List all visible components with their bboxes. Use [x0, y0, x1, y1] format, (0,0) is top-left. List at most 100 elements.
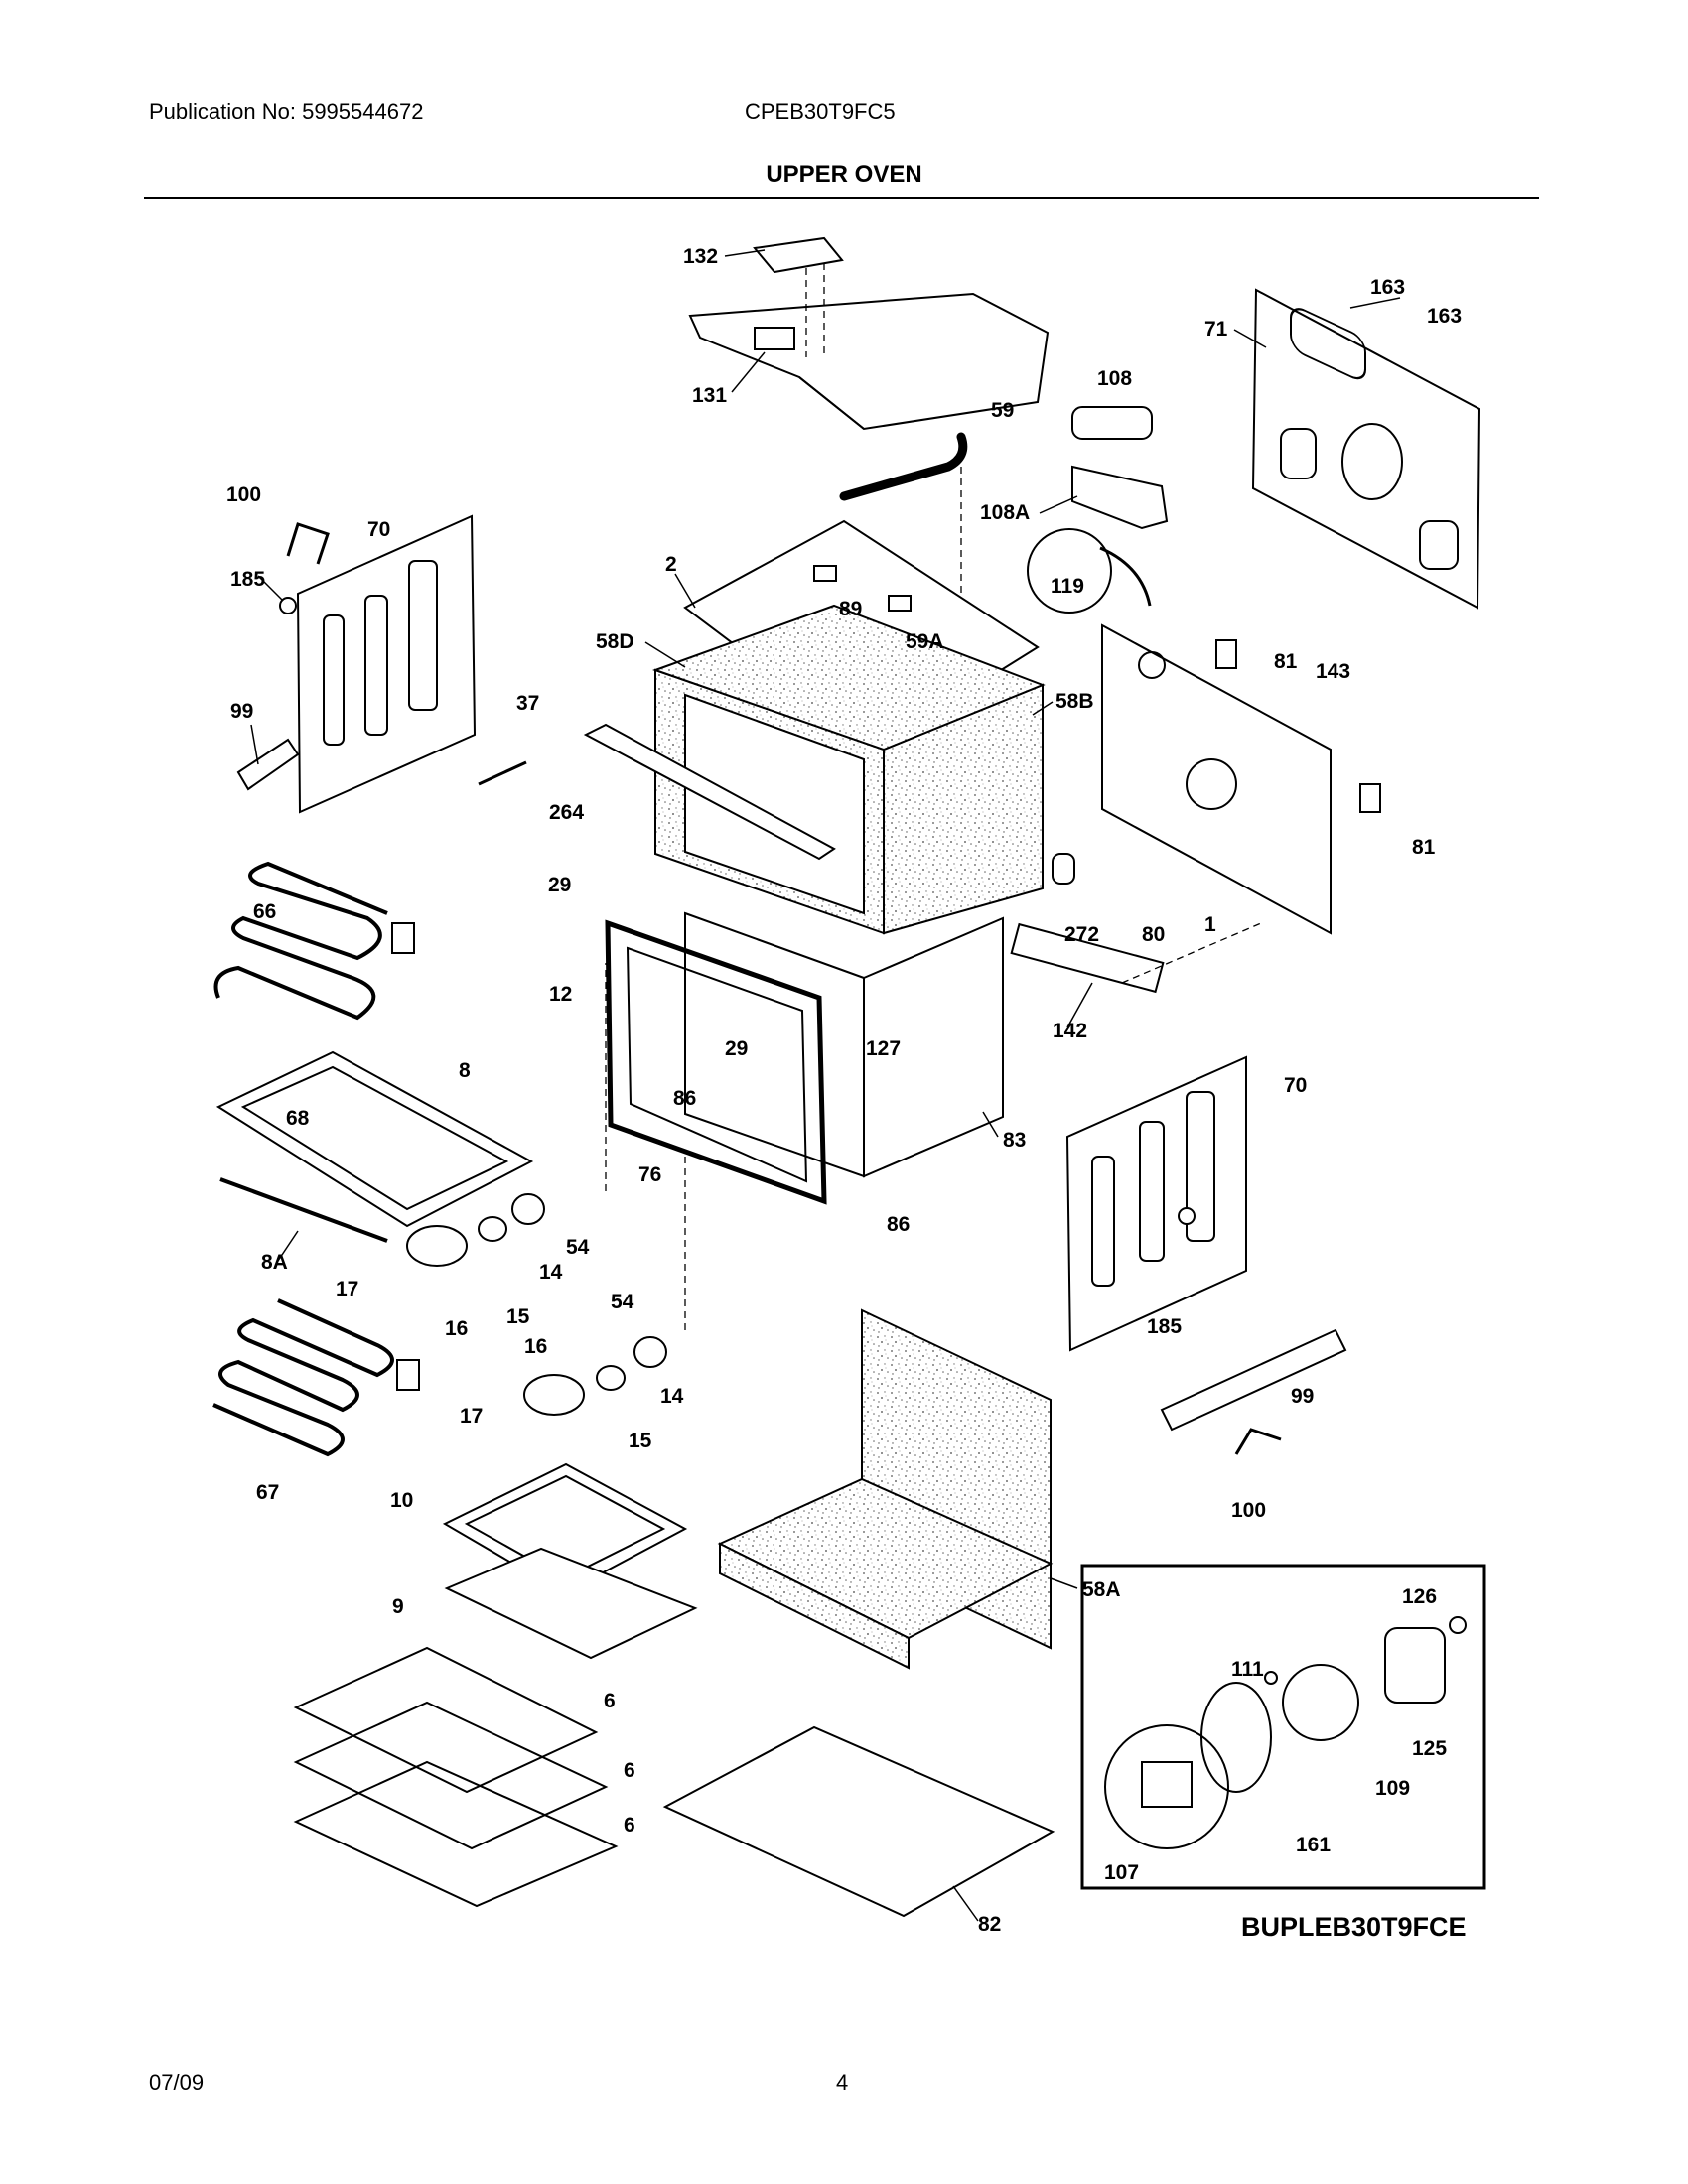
door-gasket-76-inner: [626, 946, 808, 1183]
part-label-143: 143: [1316, 660, 1350, 683]
nut-185-upper: [279, 597, 297, 614]
part-label-10: 10: [390, 1489, 413, 1512]
part-label-9: 9: [392, 1595, 404, 1618]
part-label-12: 12: [549, 983, 572, 1006]
part-label-142: 142: [1053, 1020, 1087, 1042]
side-panel-70-right: [1065, 1055, 1247, 1352]
clip-100-upper: [286, 522, 330, 565]
part-label-2: 2: [665, 553, 677, 576]
vent-cover-131: [688, 292, 1050, 431]
rod-264: [583, 723, 836, 861]
model-number: CPEB30T9FC5: [745, 99, 896, 124]
part-label-70b: 70: [1284, 1074, 1307, 1097]
part-label-54a: 54: [566, 1236, 590, 1259]
broil-pan-9: [444, 1547, 698, 1660]
part-label-15a: 15: [506, 1305, 530, 1328]
part-label-58B: 58B: [1055, 690, 1094, 713]
section-title: UPPER OVEN: [766, 161, 922, 188]
footer-date: 07/09: [149, 2070, 205, 2095]
part-label-163a: 163: [1370, 276, 1405, 299]
back-panel-71: [1251, 288, 1481, 610]
footer-page-number: 4: [836, 2070, 849, 2095]
part-label-132: 132: [683, 245, 718, 268]
part-label-108A: 108A: [980, 501, 1030, 524]
bake-element-66: [213, 861, 388, 1021]
sensor-37: [478, 760, 527, 786]
part-label-125: 125: [1412, 1737, 1447, 1760]
callout-circle-119: [1027, 528, 1112, 614]
part-label-109: 109: [1375, 1777, 1410, 1800]
part-label-100b: 100: [1231, 1499, 1266, 1522]
part-label-81b: 81: [1412, 836, 1436, 859]
part-label-17a: 17: [336, 1278, 358, 1300]
part-label-8A: 8A: [261, 1251, 288, 1274]
part-label-111: 111: [1231, 1658, 1264, 1681]
bracket-81-upper: [1215, 639, 1237, 669]
part-label-127: 127: [866, 1037, 901, 1060]
strip-142: [1010, 922, 1165, 994]
bracket-66: [391, 922, 415, 954]
rail-99-upper: [236, 738, 300, 791]
guide-line: [1121, 922, 1262, 984]
nut-185-lower: [1178, 1207, 1196, 1225]
oven-rack-6-middle: [293, 1701, 609, 1850]
part-label-14a: 14: [539, 1261, 563, 1284]
spacer-272: [1052, 853, 1075, 885]
bracket-108A: [1071, 465, 1169, 530]
oven-liner-83: [684, 911, 1004, 1178]
strip-8A: [219, 1177, 388, 1243]
part-label-8: 8: [459, 1059, 471, 1082]
oven-rack-6-top: [293, 1646, 599, 1794]
part-label-272: 272: [1064, 923, 1099, 946]
part-label-86b: 86: [887, 1213, 910, 1236]
part-label-14b: 14: [660, 1385, 684, 1408]
part-label-29b: 29: [725, 1037, 748, 1060]
bracket-67: [396, 1359, 420, 1391]
leader-lines: [250, 249, 1401, 1922]
part-label-81a: 81: [1274, 650, 1298, 673]
bottom-insulation-58A: [717, 1308, 1054, 1670]
oven-bottom-82: [662, 1725, 1055, 1918]
part-label-66: 66: [253, 900, 276, 923]
plate-132: [753, 236, 844, 274]
part-label-37: 37: [516, 692, 539, 715]
part-label-126: 126: [1402, 1585, 1437, 1608]
door-gasket-76: [605, 919, 827, 1205]
control-panel-1: [1101, 623, 1332, 935]
rail-99-lower: [1160, 1328, 1347, 1432]
part-label-59A: 59A: [906, 630, 944, 653]
part-label-6c: 6: [624, 1814, 635, 1837]
broil-element-67: [212, 1298, 394, 1457]
part-label-161: 161: [1296, 1834, 1331, 1856]
part-label-107: 107: [1104, 1861, 1139, 1884]
part-label-185a: 185: [230, 568, 265, 591]
part-label-86a: 86: [673, 1087, 696, 1110]
oven-rack-6-bottom: [293, 1760, 619, 1908]
part-label-83: 83: [1003, 1129, 1026, 1152]
part-label-59: 59: [991, 399, 1014, 422]
clip-100-lower: [1234, 1428, 1282, 1455]
part-labels: 132 131 59 163 163 71 108 108A 119 100 7…: [226, 245, 1462, 1936]
part-label-58A: 58A: [1082, 1578, 1121, 1601]
light-assembly-lower: [523, 1336, 667, 1416]
part-label-71: 71: [1204, 318, 1228, 341]
part-label-131: 131: [692, 384, 727, 407]
bracket-81-lower: [1359, 783, 1381, 813]
header-rule: [144, 197, 1539, 199]
broil-pan-8: [215, 1050, 534, 1228]
part-label-15b: 15: [629, 1430, 652, 1452]
part-label-54b: 54: [611, 1291, 634, 1313]
part-label-89: 89: [839, 598, 862, 620]
side-panel-70-left: [296, 514, 477, 814]
part-label-16a: 16: [445, 1317, 468, 1340]
part-label-6a: 6: [604, 1690, 616, 1712]
convection-fan-assembly: [1104, 1616, 1467, 1849]
inset-frame: [1080, 1564, 1486, 1890]
part-label-76: 76: [638, 1163, 661, 1186]
publication-number: Publication No: 5995544672: [149, 99, 424, 124]
part-label-29a: 29: [548, 874, 571, 896]
part-label-99a: 99: [230, 700, 253, 723]
part-label-185b: 185: [1147, 1315, 1182, 1338]
part-label-58D: 58D: [596, 630, 634, 653]
